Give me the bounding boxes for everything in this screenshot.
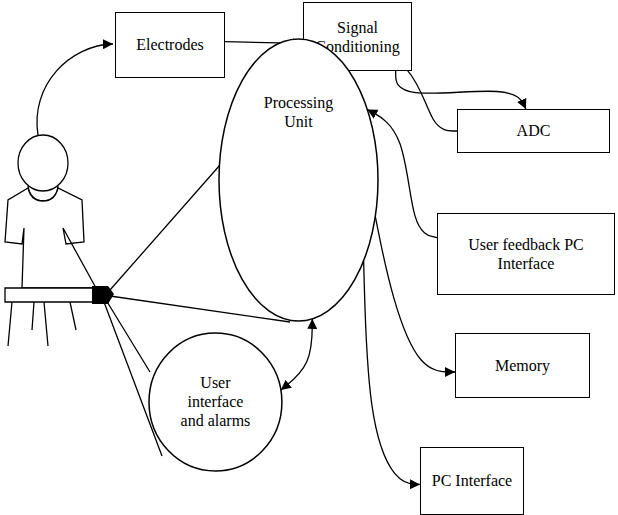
node-text-group: ADC bbox=[517, 121, 551, 140]
node-text-group: Electrodes bbox=[136, 35, 204, 54]
flow-arrow bbox=[364, 261, 420, 485]
node-label: PC Interface bbox=[427, 471, 517, 490]
node-text-group: PC Interface bbox=[427, 471, 517, 490]
node-label: User feedback PC Interface bbox=[461, 235, 591, 273]
node-text-group: User interface and alarms bbox=[174, 373, 256, 431]
node-label: User interface and alarms bbox=[174, 373, 256, 431]
flow-arrow bbox=[281, 319, 312, 390]
process-ellipse: User interface and alarms bbox=[148, 332, 283, 472]
person-shirt bbox=[5, 188, 96, 288]
belt-device bbox=[92, 286, 114, 304]
node-text-group: Memory bbox=[495, 356, 550, 375]
process-ellipse: Processing Unit bbox=[218, 38, 379, 322]
process-box: PC Interface bbox=[420, 447, 524, 515]
process-box: ADC bbox=[457, 109, 610, 153]
person-head bbox=[18, 135, 68, 191]
node-text-group: Processing Unit bbox=[249, 93, 349, 131]
node-label: Memory bbox=[495, 356, 550, 375]
node-label: Processing Unit bbox=[249, 93, 349, 131]
person-legs bbox=[8, 302, 76, 346]
process-box: Memory bbox=[455, 333, 590, 398]
process-box: Electrodes bbox=[115, 12, 225, 78]
node-label: ADC bbox=[517, 121, 551, 140]
node-text-group: User feedback PC Interface bbox=[461, 235, 591, 273]
electrode-lead bbox=[37, 44, 113, 135]
flow-arrow bbox=[396, 71, 526, 109]
node-label: Electrodes bbox=[136, 35, 204, 54]
process-box: User feedback PC Interface bbox=[437, 213, 615, 295]
person-belt bbox=[5, 288, 100, 302]
ellipse-outline bbox=[218, 38, 379, 322]
